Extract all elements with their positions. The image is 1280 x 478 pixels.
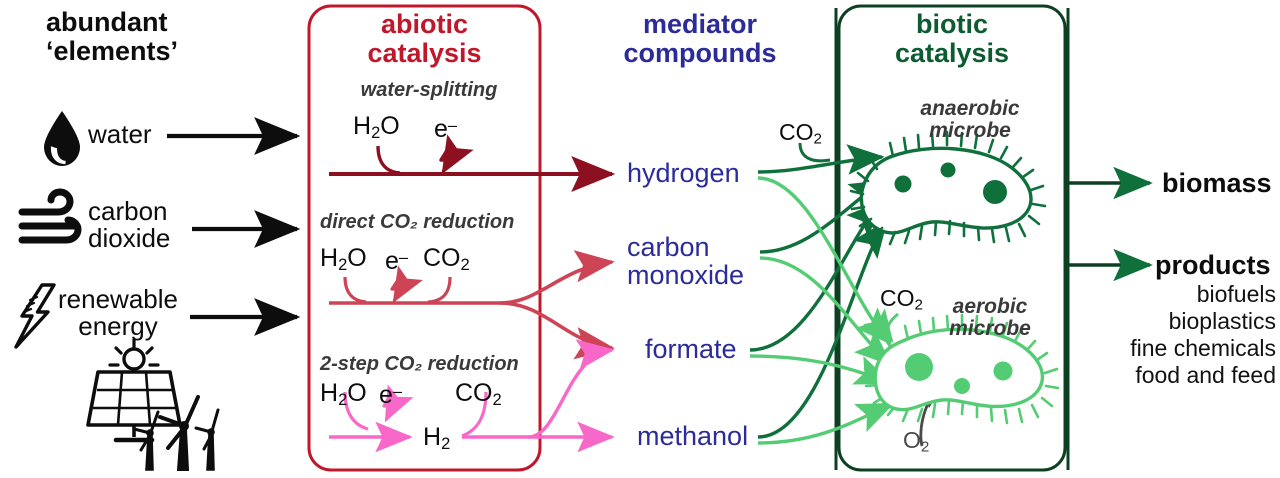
output-products-details: biofuels bioplastics fine chemicals food… — [1130, 281, 1276, 388]
wind-co2-icon — [18, 188, 82, 244]
aerobic-microbe-label: aerobic microbe — [949, 295, 1031, 341]
direct-co2-reduction-title: direct CO₂ reduction — [320, 211, 515, 233]
biotic-column-header: biotic catalysis — [894, 9, 1010, 68]
direct-reactant-h2o: H2O — [320, 244, 367, 274]
mediator-column-header: mediator compounds — [623, 9, 777, 68]
input-label-carbon-dioxide: carbon dioxide — [88, 196, 171, 254]
elements-column-header: abundant ‘elements’ — [46, 7, 179, 66]
input-label-renewable-energy: renewable energy — [58, 284, 178, 342]
abiotic-catalysis-box — [307, 4, 542, 472]
solar-panel-icon — [86, 338, 182, 443]
twostep-intermediate-h2: H2 — [423, 423, 451, 453]
abiotic-column-header: abiotic catalysis — [367, 9, 482, 68]
mediator-carbon-monoxide: carbon monoxide — [627, 232, 745, 291]
output-products-label: products — [1155, 250, 1271, 280]
aerobic-co2-label: CO2 — [880, 285, 923, 314]
anaerobic-microbe-icon — [849, 130, 1047, 246]
biotic-catalysis-box — [837, 4, 1067, 472]
mediator-hydrogen: hydrogen — [627, 158, 740, 188]
input-label-water: water — [88, 119, 152, 149]
water-splitting-reaction — [329, 134, 616, 192]
two-step-co2-reduction-title: 2-step CO₂ reduction — [320, 353, 519, 375]
water-splitting-title: water-splitting — [360, 79, 498, 101]
water-splitting-reactant-electron: e– — [434, 115, 458, 143]
twostep-reactant-h2o: H2O — [320, 379, 367, 409]
aerobic-co2-arrow — [863, 308, 899, 343]
lightning-bolt-icon — [14, 283, 56, 349]
anaerobic-microbe-label: anaerobic microbe — [920, 97, 1020, 143]
aerobic-o2-label: O2 — [903, 427, 930, 456]
two-step-co2-reduction-reaction — [329, 339, 615, 453]
water-splitting-reactant-h2o: H2O — [353, 112, 400, 142]
direct-reactant-electron: e– — [385, 247, 409, 275]
mediator-methanol: methanol — [637, 421, 749, 451]
twostep-reactant-electron: e– — [379, 381, 403, 409]
direct-co2-reduction-reaction — [329, 250, 615, 360]
aerobic-microbe-icon — [863, 313, 1060, 425]
water-drop-icon — [44, 111, 80, 166]
wind-turbine-icon — [132, 395, 220, 471]
direct-reactant-co2: CO2 — [423, 244, 470, 274]
twostep-reactant-co2: CO2 — [455, 379, 502, 409]
mediator-formate: formate — [645, 334, 737, 364]
anaerobic-co2-arrow — [798, 142, 831, 163]
output-biomass-label: biomass — [1162, 168, 1272, 198]
anaerobic-co2-label: CO2 — [779, 119, 822, 148]
